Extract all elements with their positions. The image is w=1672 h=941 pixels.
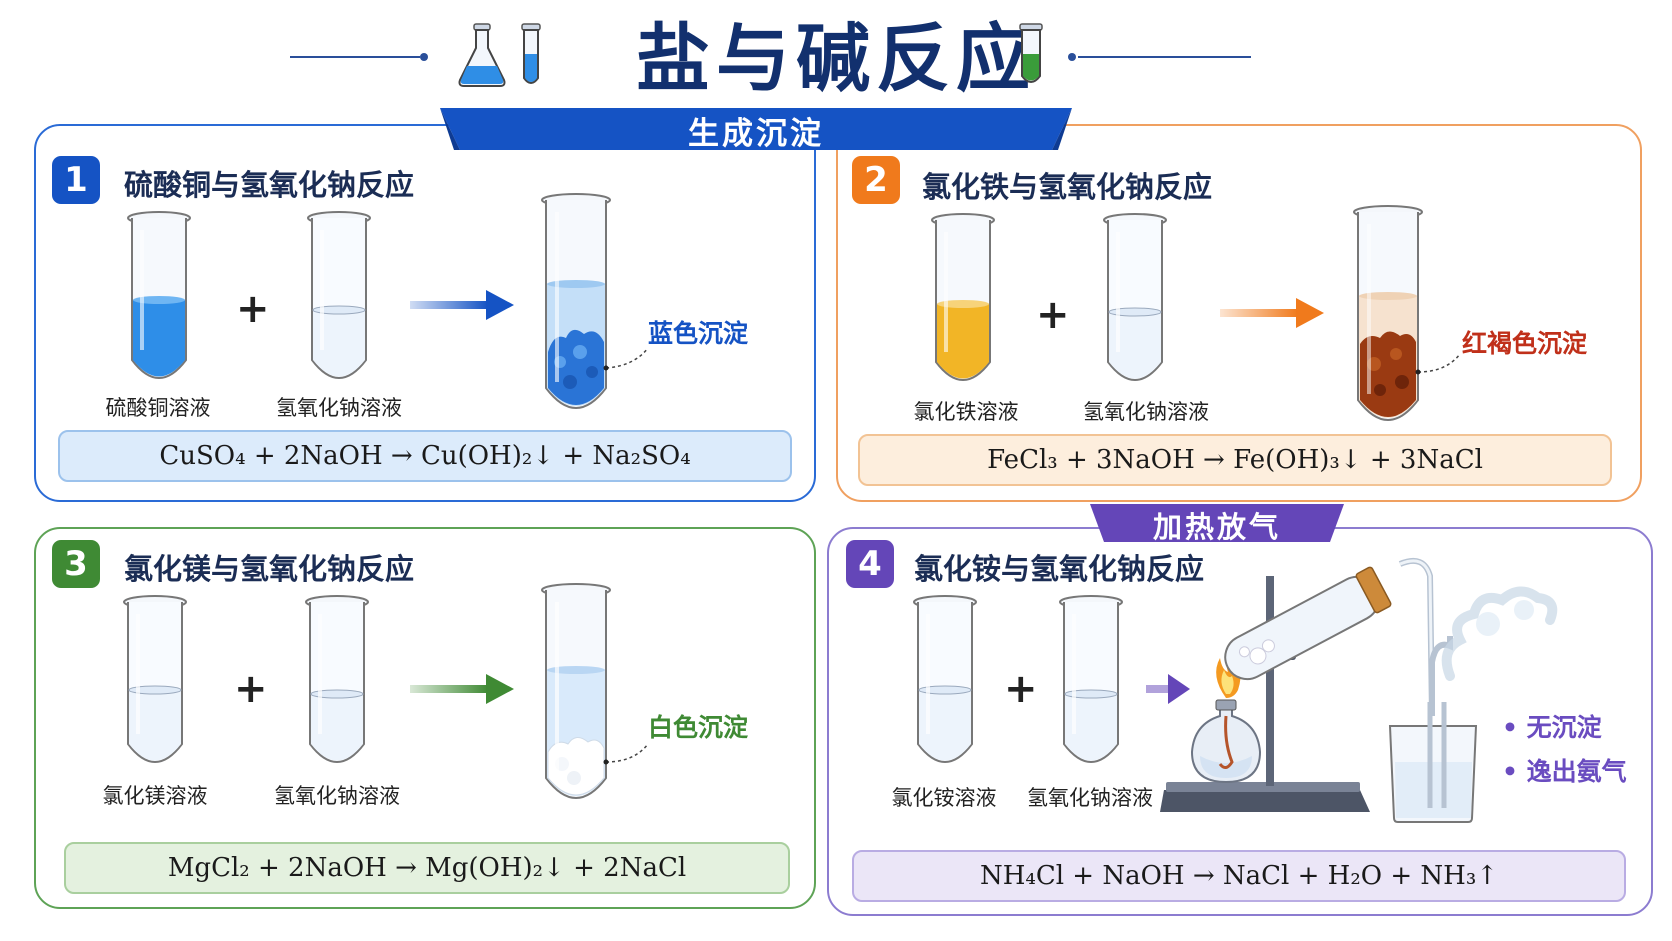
heating-apparatus-icon	[1160, 558, 1453, 812]
sodium-hydroxide-tube-icon	[305, 595, 369, 763]
plus-sign: +	[234, 666, 268, 712]
reaction-arrow	[1146, 674, 1190, 704]
panel-2-equation-box: FeCl₃ + 3NaOH → Fe(OH)₃↓ + 3NaCl	[858, 434, 1612, 486]
panel-4-number-badge: 4	[846, 540, 894, 588]
ferric-chloride-tube-icon	[931, 213, 995, 381]
reaction-arrow	[410, 290, 514, 320]
copper-sulfate-tube-icon	[127, 211, 191, 379]
flask-icon	[458, 23, 506, 87]
panel-4-reagent-b-label: 氢氧化钠溶液	[1027, 786, 1153, 810]
panel-4-bullet-no-precipitate: • 无沉淀	[1502, 713, 1602, 742]
banner-heat: 加热放气	[1152, 510, 1281, 544]
banner-heat-shape	[1090, 504, 1344, 542]
panel-2-reagent-a-label: 氯化铁溶液	[913, 400, 1019, 424]
panel-3-reagent-b-label: 氢氧化钠溶液	[274, 784, 400, 808]
title-decor-right-line	[1068, 53, 1251, 61]
panel-3-number-badge: 3	[52, 540, 100, 588]
plus-sign: +	[236, 286, 270, 332]
panel-3-title: 氯化镁与氢氧化钠反应	[124, 552, 415, 586]
panel-2-reagent-b-label: 氢氧化钠溶液	[1083, 400, 1209, 424]
panel-4-bullet-ammonia-escape: • 逸出氨气	[1502, 757, 1627, 786]
panel-3-equation-box: MgCl₂ + 2NaOH → Mg(OH)₂↓ + 2NaCl	[64, 842, 790, 894]
plus-sign: +	[1004, 666, 1038, 712]
page-title-text: 盐与碱反应	[636, 16, 1036, 102]
panel-2-number-badge: 2	[852, 156, 900, 204]
panel-3-reagent-a-label: 氯化镁溶液	[102, 784, 208, 808]
panel-1-number-badge: 1	[52, 156, 100, 204]
ammonia-gas-icon	[1441, 586, 1558, 681]
ammonium-chloride-tube-icon	[913, 595, 977, 763]
panel-1-precipitate-label: 蓝色沉淀	[648, 319, 749, 348]
title-decor-left-line	[290, 53, 428, 61]
panel-2-equation: FeCl₃ + 3NaOH → Fe(OH)₃↓ + 3NaCl	[987, 445, 1483, 475]
panel-3-precipitate-label: 白色沉淀	[648, 713, 749, 742]
sodium-hydroxide-tube-icon	[1103, 213, 1167, 381]
magnesium-chloride-tube-icon	[123, 595, 187, 763]
sodium-hydroxide-tube-icon	[307, 211, 371, 379]
blue-precipitate-tube-icon	[541, 193, 611, 409]
precipitate-callout-line	[1415, 353, 1461, 375]
panel-2-title: 氯化铁与氢氧化钠反应	[922, 170, 1213, 204]
panel-4-equation-box: NH₄Cl + NaOH → NaCl + H₂O + NH₃↑	[852, 850, 1626, 902]
panel-1-equation-box: CuSO₄ + 2NaOH → Cu(OH)₂↓ + Na₂SO₄	[58, 430, 792, 482]
panel-4-equation: NH₄Cl + NaOH → NaCl + H₂O + NH₃↑	[979, 861, 1499, 891]
beaker-icon	[1388, 702, 1478, 823]
reaction-arrow	[1220, 298, 1324, 328]
reaction-arrow	[410, 674, 514, 704]
panel-4-title: 氯化铵与氢氧化钠反应	[914, 552, 1205, 586]
red-brown-precipitate-tube-icon	[1353, 205, 1423, 421]
panel-1-reagent-b-label: 氢氧化钠溶液	[276, 396, 402, 420]
test-tube-icon	[521, 23, 541, 84]
precipitate-callout-line	[603, 743, 649, 765]
panel-2-precipitate-label: 红褐色沉淀	[1462, 329, 1588, 358]
white-precipitate-tube-icon	[541, 583, 611, 799]
green-test-tube-icon	[1019, 23, 1043, 83]
panel-3-equation: MgCl₂ + 2NaOH → Mg(OH)₂↓ + 2NaCl	[167, 853, 687, 883]
precipitate-callout-line	[603, 347, 649, 371]
banner-top: 生成沉淀	[688, 116, 824, 152]
banner-top-shape	[440, 108, 1072, 150]
panel-1-title: 硫酸铜与氢氧化钠反应	[124, 168, 415, 202]
plus-sign: +	[1036, 292, 1070, 338]
sodium-hydroxide-tube-icon	[1059, 595, 1123, 763]
panel-1-equation: CuSO₄ + 2NaOH → Cu(OH)₂↓ + Na₂SO₄	[159, 441, 691, 471]
panel-4-reagent-a-label: 氯化铵溶液	[891, 786, 997, 810]
page-title: 盐与碱反应	[0, 14, 1672, 104]
panel-1-reagent-a-label: 硫酸铜溶液	[105, 396, 211, 420]
